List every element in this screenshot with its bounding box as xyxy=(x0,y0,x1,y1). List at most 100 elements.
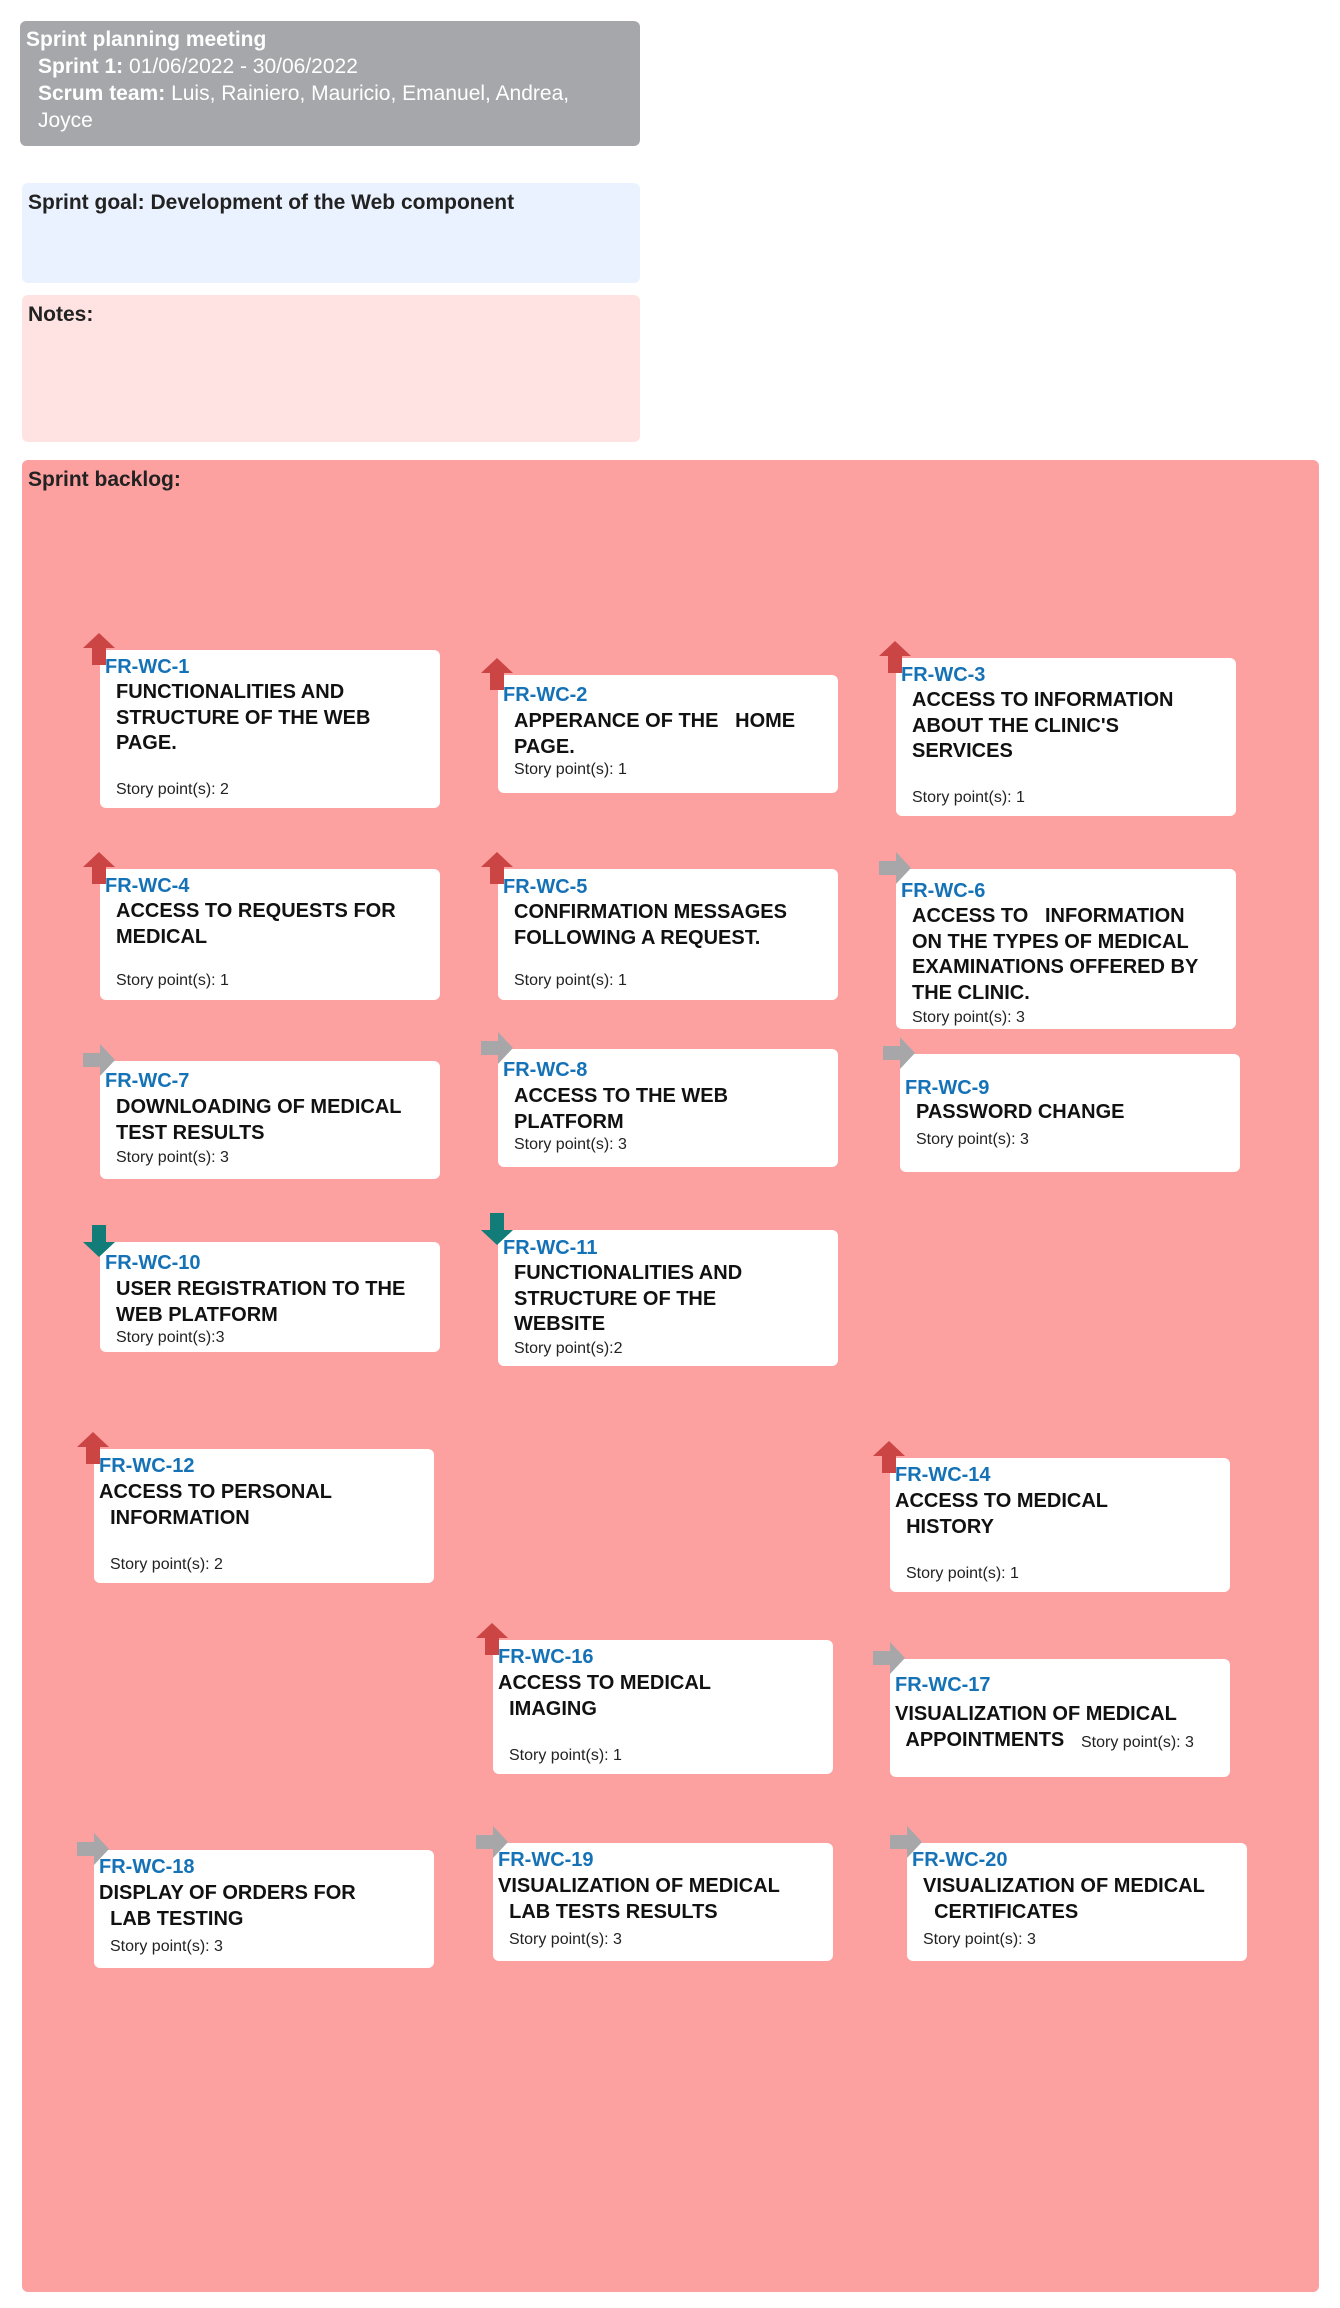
card-title: VISUALIZATION OF MEDICAL LAB TESTS RESUL… xyxy=(498,1875,780,1923)
sprint-header-panel: Sprint planning meeting Sprint 1: 01/06/… xyxy=(20,21,640,146)
arrow-up-icon xyxy=(480,657,514,696)
card-title: ACCESS TO INFORMATION ABOUT THE CLINIC'S… xyxy=(912,689,1174,762)
arrow-right-icon xyxy=(480,1031,514,1070)
card-title: DISPLAY OF ORDERS FOR LAB TESTING xyxy=(99,1882,356,1930)
card-story-points: Story point(s): 3 xyxy=(116,1149,229,1166)
team-row-continued: Joyce xyxy=(38,109,93,132)
card-id: FR-WC-20 xyxy=(912,1849,1008,1871)
arrow-right-icon xyxy=(882,1036,916,1075)
card-story-points: Story point(s):3 xyxy=(116,1329,225,1346)
card-story-points: Story point(s): 2 xyxy=(110,1556,223,1573)
card-title: FUNCTIONALITIES AND STRUCTURE OF THE WEB… xyxy=(514,1262,743,1335)
card-id: FR-WC-14 xyxy=(895,1464,991,1486)
card-story-points: Story point(s): 1 xyxy=(912,789,1025,806)
card-id: FR-WC-9 xyxy=(905,1077,990,1099)
notes-label: Notes: xyxy=(28,303,94,326)
team-label: Scrum team: xyxy=(38,82,166,105)
arrow-up-icon xyxy=(872,1440,906,1479)
arrow-up-icon xyxy=(76,1431,110,1470)
arrow-up-icon xyxy=(475,1622,509,1661)
card-title: ACCESS TO PERSONAL INFORMATION xyxy=(99,1481,332,1529)
card-story-points: Story point(s): 3 xyxy=(916,1131,1029,1148)
card-story-points: Story point(s): 3 xyxy=(514,1136,627,1153)
notes-panel: Notes: xyxy=(22,295,640,442)
sprint-label: Sprint 1: xyxy=(38,55,124,78)
card-title: CONFIRMATION MESSAGES FOLLOWING A REQUES… xyxy=(514,901,787,949)
arrow-down-icon xyxy=(480,1212,514,1251)
sprint-goal-text: Sprint goal: Development of the Web comp… xyxy=(28,191,515,214)
sprint-row: Sprint 1: 01/06/2022 - 30/06/2022 xyxy=(26,53,634,80)
arrow-down-icon xyxy=(82,1224,116,1263)
card-id: FR-WC-12 xyxy=(99,1455,195,1477)
card-title: ACCESS TO REQUESTS FOR MEDICAL xyxy=(116,900,396,948)
card-id: FR-WC-18 xyxy=(99,1856,195,1878)
card-story-points: Story point(s): 3 xyxy=(912,1009,1025,1026)
arrow-right-icon xyxy=(475,1825,509,1864)
card-title: ACCESS TO THE WEB PLATFORM xyxy=(514,1085,729,1133)
card-id: FR-WC-5 xyxy=(503,876,588,898)
card-story-points: Story point(s): 3 xyxy=(110,1938,223,1955)
card-title: USER REGISTRATION TO THE WEB PLATFORM xyxy=(116,1278,406,1326)
arrow-right-icon xyxy=(889,1825,923,1864)
card-story-points: Story point(s): 2 xyxy=(116,781,229,798)
card-id: FR-WC-2 xyxy=(503,684,588,706)
card-story-points: Story point(s): 3 xyxy=(923,1931,1036,1948)
card-id: FR-WC-8 xyxy=(503,1059,588,1081)
sprint-backlog-label: Sprint backlog: xyxy=(28,468,181,491)
card-id: FR-WC-17 xyxy=(895,1674,991,1696)
card-id: FR-WC-16 xyxy=(498,1646,594,1668)
card-id: FR-WC-11 xyxy=(503,1237,598,1259)
card-story-points: Story point(s):2 xyxy=(514,1340,623,1357)
card-story-points: Story point(s): 1 xyxy=(509,1747,622,1764)
card-id: FR-WC-4 xyxy=(105,875,190,897)
card-story-points: Story point(s): 1 xyxy=(116,972,229,989)
sprint-goal-panel: Sprint goal: Development of the Web comp… xyxy=(22,183,640,283)
card-id: FR-WC-6 xyxy=(901,880,986,902)
card-title: DOWNLOADING OF MEDICAL TEST RESULTS xyxy=(116,1096,402,1144)
card-id: FR-WC-19 xyxy=(498,1849,594,1871)
arrow-up-icon xyxy=(480,851,514,890)
card-title: VISUALIZATION OF MEDICAL CERTIFICATES xyxy=(923,1875,1205,1923)
meeting-title: Sprint planning meeting xyxy=(26,28,267,51)
card-title: ACCESS TO MEDICAL IMAGING xyxy=(498,1672,711,1720)
team-row: Scrum team: Luis, Rainiero, Mauricio, Em… xyxy=(26,80,634,107)
card-id: FR-WC-1 xyxy=(105,656,190,678)
arrow-right-icon xyxy=(872,1641,906,1680)
card-story-points: Story point(s): 1 xyxy=(514,972,627,989)
arrow-right-icon xyxy=(878,851,912,890)
card-story-points: Story point(s): 3 xyxy=(509,1931,622,1948)
sprint-dates: 01/06/2022 - 30/06/2022 xyxy=(129,55,358,78)
card-story-points: Story point(s): 3 xyxy=(1081,1734,1194,1751)
card-id: FR-WC-10 xyxy=(105,1252,201,1274)
card-id: FR-WC-3 xyxy=(901,664,986,686)
card-title: ACCESS TO MEDICAL HISTORY xyxy=(895,1490,1108,1538)
arrow-up-icon xyxy=(82,851,116,890)
team-members: Luis, Rainiero, Mauricio, Emanuel, Andre… xyxy=(171,82,570,105)
card-title: PASSWORD CHANGE xyxy=(916,1101,1125,1123)
card-title: ACCESS TO INFORMATION ON THE TYPES OF ME… xyxy=(912,905,1199,1004)
card-id: FR-WC-7 xyxy=(105,1070,190,1092)
card-title: VISUALIZATION OF MEDICAL APPOINTMENTS xyxy=(895,1703,1177,1751)
arrow-right-icon xyxy=(76,1832,110,1871)
arrow-up-icon xyxy=(82,632,116,671)
card-story-points: Story point(s): 1 xyxy=(906,1565,1019,1582)
arrow-up-icon xyxy=(878,640,912,679)
